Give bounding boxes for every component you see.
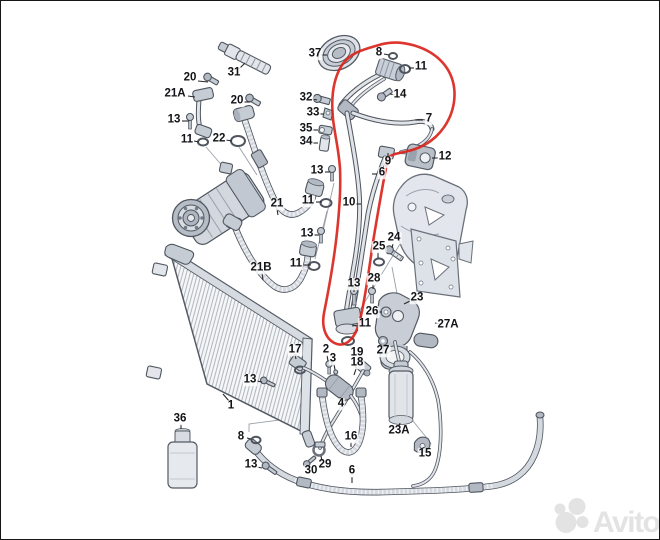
part-callout-8: 8 — [374, 46, 384, 59]
part-callout-13: 13 — [166, 113, 182, 126]
oring-22 — [230, 135, 246, 147]
part-callout-11: 11 — [357, 317, 373, 330]
part-callout-1: 1 — [226, 399, 236, 412]
hose-16 — [316, 387, 367, 456]
part-callout-11: 11 — [300, 194, 316, 207]
part-callout-21: 21 — [269, 197, 285, 210]
part-callout-18: 18 — [349, 356, 365, 369]
part-callout-24: 24 — [386, 231, 402, 244]
part-callout-21A: 21A — [163, 87, 187, 100]
oring-11 — [197, 137, 209, 147]
bolt-20 — [203, 72, 220, 86]
bolt-13 — [261, 461, 278, 475]
part-callout-7: 7 — [424, 112, 434, 125]
part-callout-14: 14 — [392, 88, 408, 101]
watermark: Avito — [554, 498, 660, 539]
hose-21B — [222, 213, 317, 293]
part-callout-3: 3 — [328, 352, 338, 365]
part-callout-23A: 23A — [387, 424, 411, 437]
part-callout-19: 19 — [349, 346, 365, 359]
part-callout-13: 13 — [346, 277, 362, 290]
part-callout-8: 8 — [236, 430, 246, 443]
part-callout-13: 13 — [299, 227, 315, 240]
part-callout-13: 13 — [309, 164, 325, 177]
part-callout-11: 11 — [288, 257, 304, 270]
part-callout-27A: 27A — [436, 318, 460, 331]
part-callout-13: 13 — [243, 458, 259, 471]
body-panel — [392, 173, 474, 298]
part-callout-11: 11 — [413, 60, 429, 73]
part-callout-30: 30 — [303, 464, 319, 477]
bolt-28 — [367, 286, 377, 304]
hose-21 — [232, 104, 325, 218]
compressor — [164, 161, 266, 265]
part-callout-6: 6 — [377, 166, 387, 179]
part-callout-33: 33 — [305, 106, 321, 119]
part-callout-27: 27 — [375, 344, 391, 357]
bolt-13 — [259, 376, 276, 388]
part-callout-13: 13 — [242, 373, 258, 386]
condenser — [145, 246, 316, 448]
red-highlight-circle — [321, 41, 456, 346]
part-callout-15: 15 — [417, 447, 433, 460]
bolt-20 — [245, 93, 262, 107]
part-callout-28: 28 — [366, 272, 382, 285]
part-callout-26: 26 — [364, 305, 380, 318]
bracket-23 — [374, 292, 439, 371]
bolt-14 — [376, 87, 393, 102]
watermark-text: Avito — [593, 506, 660, 539]
oring-8 — [388, 52, 398, 60]
bolt-13 — [185, 112, 195, 130]
oil-bottle — [167, 428, 198, 489]
oring-11 — [341, 336, 355, 346]
clamp-29 — [312, 441, 326, 457]
part-callout-17: 17 — [287, 343, 303, 356]
oring-11 — [399, 64, 411, 74]
part-callout-10: 10 — [341, 196, 357, 209]
receiver-drier — [388, 340, 414, 425]
oring-8 — [250, 435, 262, 445]
bolt-13 — [327, 164, 337, 182]
part-callout-6: 6 — [347, 464, 357, 477]
part-callout-4: 4 — [336, 397, 346, 410]
hose-27A — [408, 350, 443, 488]
part-callout-20: 20 — [182, 71, 198, 84]
part-callout-35: 35 — [298, 122, 314, 135]
part-callout-36: 36 — [172, 412, 188, 425]
part-callout-32: 32 — [298, 91, 314, 104]
part-callout-21B: 21B — [249, 261, 273, 274]
fitting-21A — [192, 87, 215, 139]
part-callout-11: 11 — [179, 133, 195, 146]
fitting-column — [312, 93, 334, 152]
pipes-6-10 — [333, 110, 388, 346]
part-callout-9: 9 — [383, 155, 393, 168]
part-callout-2: 2 — [321, 343, 331, 356]
part-callout-25: 25 — [371, 240, 387, 253]
part-callout-22: 22 — [211, 132, 227, 145]
part-callout-34: 34 — [298, 135, 314, 148]
part-callout-31: 31 — [226, 66, 242, 79]
valve-31 — [217, 41, 272, 75]
bolt-13 — [316, 226, 326, 244]
part-callout-12: 12 — [437, 150, 453, 163]
part-callout-20: 20 — [229, 94, 245, 107]
oring-11 — [307, 261, 321, 271]
hose-6 — [244, 411, 545, 496]
washer-25 — [373, 257, 385, 267]
part-callout-29: 29 — [317, 458, 333, 471]
part-callout-23: 23 — [409, 291, 425, 304]
part-callout-16: 16 — [343, 430, 359, 443]
part-callout-37: 37 — [307, 47, 323, 60]
oring-11 — [319, 198, 333, 208]
avito-logo-icon — [554, 498, 589, 533]
